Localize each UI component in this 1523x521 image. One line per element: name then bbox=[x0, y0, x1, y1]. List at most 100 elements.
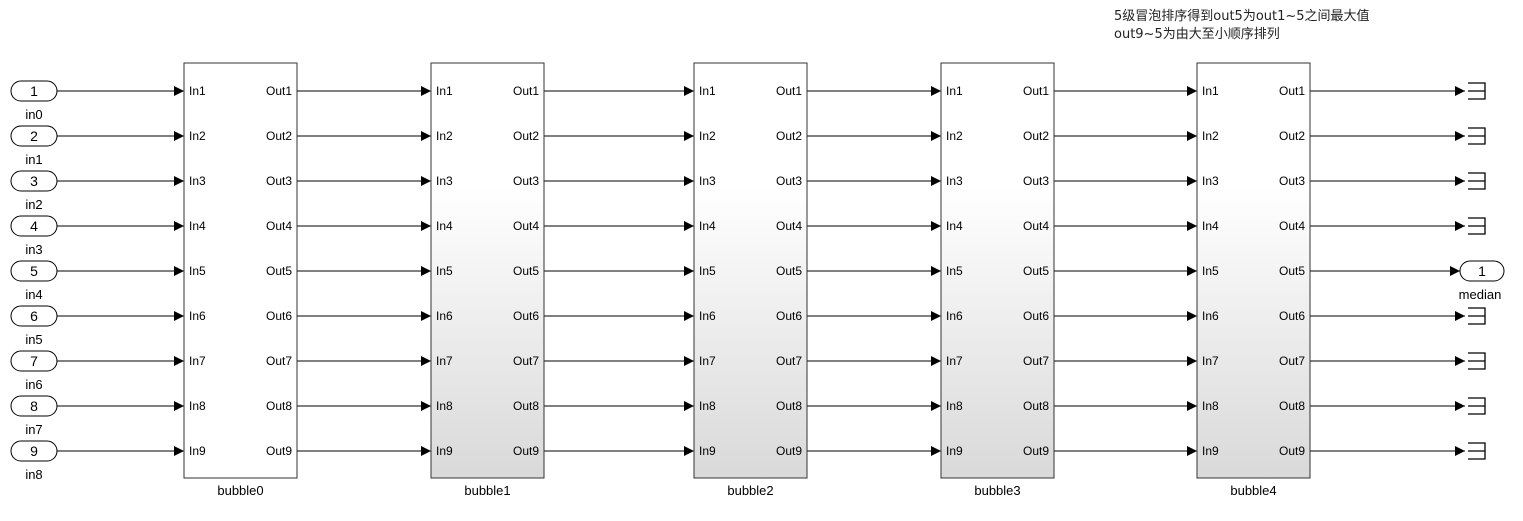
output-port-label: Out9 bbox=[776, 444, 802, 458]
output-port-label: Out1 bbox=[266, 84, 292, 98]
inport-oval[interactable] bbox=[10, 215, 58, 237]
output-port-label: Out4 bbox=[776, 219, 802, 233]
subsystem-body[interactable] bbox=[1196, 62, 1311, 479]
output-port-label: Out8 bbox=[513, 399, 539, 413]
input-port-label: In3 bbox=[946, 174, 963, 188]
output-port-label: Out4 bbox=[513, 219, 539, 233]
output-port-label: Out1 bbox=[1023, 84, 1049, 98]
input-port-label: In9 bbox=[699, 444, 716, 458]
inport-oval[interactable] bbox=[10, 80, 58, 102]
input-port-label: In3 bbox=[699, 174, 716, 188]
output-port-label: Out4 bbox=[266, 219, 292, 233]
terminator-block[interactable] bbox=[1468, 352, 1486, 370]
subsystem-body[interactable] bbox=[940, 62, 1055, 479]
outport-oval[interactable] bbox=[1459, 260, 1505, 282]
terminator-block[interactable] bbox=[1468, 217, 1486, 235]
subsystem-bubble1[interactable]: In1In2In3In4In5In6In7In8In9Out1Out2Out3O… bbox=[430, 62, 545, 498]
input-port-label: In1 bbox=[189, 84, 206, 98]
subsystem-blocks: In1In2In3In4In5In6In7In8In9Out1Out2Out3O… bbox=[183, 62, 1311, 498]
output-port-label: Out6 bbox=[266, 309, 292, 323]
terminator-block[interactable] bbox=[1468, 442, 1486, 460]
inport-number: 8 bbox=[30, 398, 38, 414]
inport-number: 2 bbox=[30, 128, 38, 144]
subsystem-body[interactable] bbox=[693, 62, 808, 479]
terminator-block[interactable] bbox=[1468, 127, 1486, 145]
annotation-line-2: out9~5为由大至小顺序排列 bbox=[1114, 27, 1280, 42]
input-port-label: In3 bbox=[189, 174, 206, 188]
inport-number: 5 bbox=[30, 263, 38, 279]
inport-number: 3 bbox=[30, 173, 38, 189]
inport-oval[interactable] bbox=[10, 440, 58, 462]
input-port-label: In1 bbox=[436, 84, 453, 98]
input-port-label: In6 bbox=[946, 309, 963, 323]
outport-number: 1 bbox=[1478, 263, 1486, 279]
output-port-label: Out2 bbox=[1279, 129, 1305, 143]
subsystem-bubble4[interactable]: In1In2In3In4In5In6In7In8In9Out1Out2Out3O… bbox=[1196, 62, 1311, 498]
input-port-label: In5 bbox=[436, 264, 453, 278]
input-port-label: In2 bbox=[946, 129, 963, 143]
inport-number: 9 bbox=[30, 443, 38, 459]
input-port-label: In6 bbox=[699, 309, 716, 323]
inport-oval[interactable] bbox=[10, 170, 58, 192]
output-port-label: Out9 bbox=[513, 444, 539, 458]
subsystem-name: bubble0 bbox=[217, 483, 263, 498]
subsystem-body[interactable] bbox=[183, 62, 298, 479]
inport-number: 1 bbox=[30, 83, 38, 99]
outport-median[interactable]: 1 median bbox=[1459, 260, 1505, 302]
input-port-label: In7 bbox=[946, 354, 963, 368]
subsystem-bubble0[interactable]: In1In2In3In4In5In6In7In8In9Out1Out2Out3O… bbox=[183, 62, 298, 498]
inport-number: 7 bbox=[30, 353, 38, 369]
output-port-label: Out3 bbox=[266, 174, 292, 188]
inport-oval[interactable] bbox=[10, 125, 58, 147]
output-port-label: Out6 bbox=[513, 309, 539, 323]
inport-oval[interactable] bbox=[10, 260, 58, 282]
output-port-label: Out1 bbox=[1279, 84, 1305, 98]
input-port-label: In7 bbox=[1202, 354, 1219, 368]
terminator-block[interactable] bbox=[1468, 307, 1486, 325]
input-port-label: In4 bbox=[946, 219, 963, 233]
outport-label: median bbox=[1459, 287, 1502, 302]
subsystem-body[interactable] bbox=[430, 62, 545, 479]
input-port-label: In5 bbox=[189, 264, 206, 278]
inport-oval[interactable] bbox=[10, 305, 58, 327]
subsystem-bubble2[interactable]: In1In2In3In4In5In6In7In8In9Out1Out2Out3O… bbox=[693, 62, 808, 498]
input-port-label: In2 bbox=[1202, 129, 1219, 143]
output-port-label: Out5 bbox=[513, 264, 539, 278]
inport-label: in3 bbox=[25, 242, 42, 257]
output-port-label: Out7 bbox=[1023, 354, 1049, 368]
output-port-label: Out9 bbox=[1023, 444, 1049, 458]
inport-oval[interactable] bbox=[10, 350, 58, 372]
output-port-label: Out2 bbox=[266, 129, 292, 143]
inport-in4[interactable]: 5 in4 bbox=[10, 260, 58, 302]
terminator-block[interactable] bbox=[1468, 82, 1486, 100]
output-port-label: Out5 bbox=[776, 264, 802, 278]
input-port-label: In8 bbox=[436, 399, 453, 413]
input-port-label: In2 bbox=[436, 129, 453, 143]
input-port-label: In9 bbox=[946, 444, 963, 458]
terminator-block[interactable] bbox=[1468, 172, 1486, 190]
input-port-label: In9 bbox=[189, 444, 206, 458]
input-port-label: In6 bbox=[1202, 309, 1219, 323]
subsystem-bubble3[interactable]: In1In2In3In4In5In6In7In8In9Out1Out2Out3O… bbox=[940, 62, 1055, 498]
inport-oval[interactable] bbox=[10, 395, 58, 417]
output-port-label: Out8 bbox=[266, 399, 292, 413]
terminator-block[interactable] bbox=[1468, 397, 1486, 415]
inport-label: in5 bbox=[25, 332, 42, 347]
output-port-label: Out7 bbox=[266, 354, 292, 368]
inport-label: in4 bbox=[25, 287, 42, 302]
input-port-label: In4 bbox=[436, 219, 453, 233]
output-port-label: Out2 bbox=[776, 129, 802, 143]
output-port-label: Out3 bbox=[1023, 174, 1049, 188]
output-port-label: Out3 bbox=[1279, 174, 1305, 188]
input-port-label: In1 bbox=[946, 84, 963, 98]
output-port-label: Out8 bbox=[776, 399, 802, 413]
